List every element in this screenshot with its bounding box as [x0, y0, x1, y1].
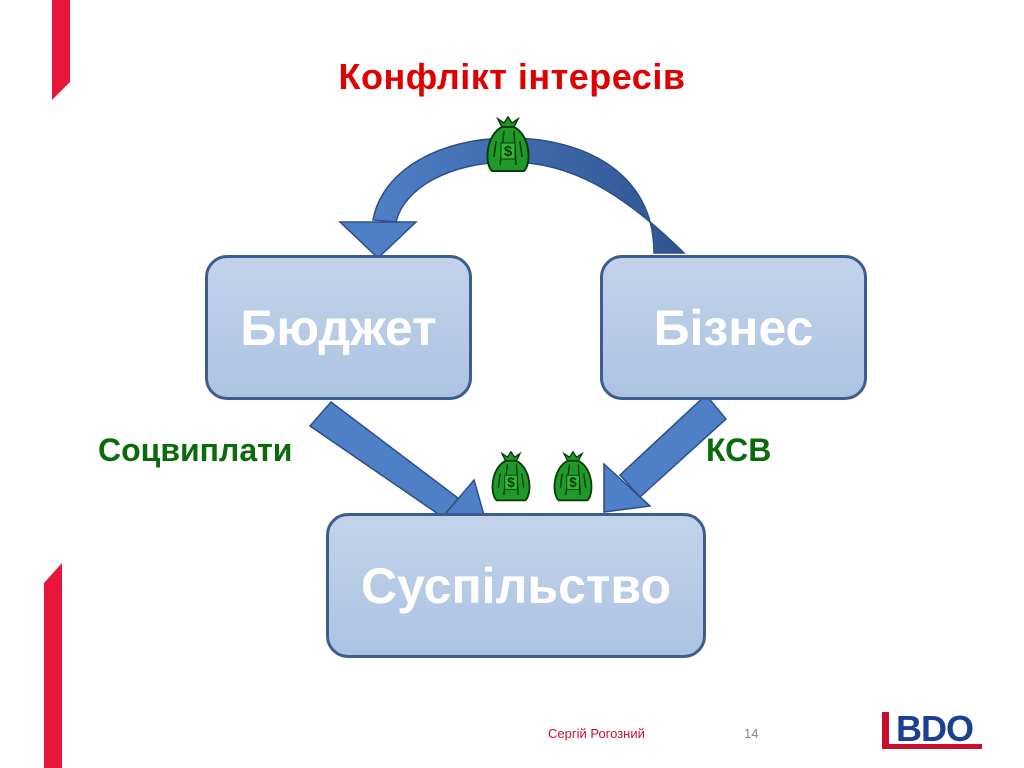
node-business: Бізнес	[600, 255, 867, 400]
node-society-label: Суспільство	[361, 557, 671, 614]
footer-author: Сергій Рогозний	[548, 726, 645, 741]
accent-bar-top	[52, 0, 70, 100]
page-number: 14	[744, 726, 759, 741]
arc-arrow-head	[338, 221, 418, 260]
logo-bar-vertical	[882, 712, 889, 748]
money-bag-icon	[486, 116, 530, 172]
node-society: Суспільство	[326, 513, 706, 658]
label-social-payments: Соцвиплати	[98, 432, 293, 468]
bdo-logo: BDO	[880, 708, 984, 750]
logo-bar-horizontal	[882, 744, 982, 749]
accent-bar-bottom	[44, 563, 62, 768]
node-budget: Бюджет	[205, 255, 472, 400]
node-budget-label: Бюджет	[240, 299, 437, 356]
logo-text: BDO	[896, 708, 974, 749]
node-business-label: Бізнес	[653, 299, 814, 356]
money-bag-icon	[491, 450, 531, 502]
money-bag-icon	[553, 450, 593, 502]
arrow-business-to-society	[603, 393, 728, 513]
slide-title: Конфлікт інтересів	[338, 56, 686, 97]
label-csr: КСВ	[706, 432, 772, 468]
arc-arrow-body	[372, 137, 686, 254]
